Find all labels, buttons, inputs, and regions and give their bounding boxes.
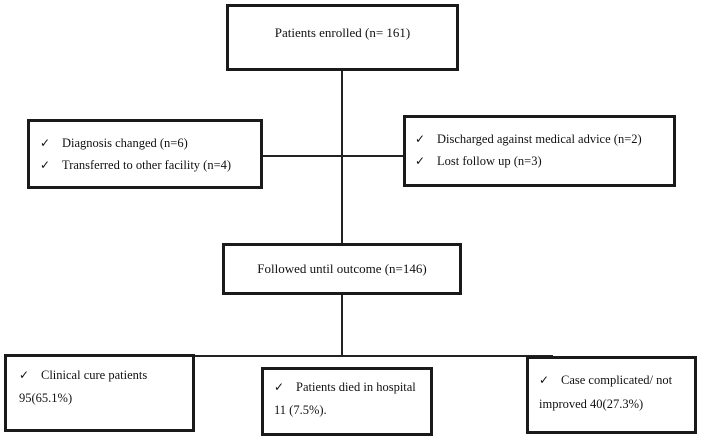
connector-outcome-horizontal	[148, 355, 553, 357]
outcome-cure-value: 95(65.1%)	[19, 391, 73, 405]
outcome-complicated-value: improved 40(27.3%)	[539, 397, 644, 411]
checkmark-icon: ✓	[415, 154, 426, 168]
enrolled-label: Patients enrolled (n= 161)	[274, 25, 411, 40]
checkmark-icon: ✓	[274, 380, 285, 394]
outcome-cure-line1: ✓ Clinical cure patients	[19, 367, 147, 383]
outcome-died-line1: ✓ Patients died in hospital	[274, 379, 416, 395]
checkmark-icon: ✓	[19, 368, 30, 382]
outcome-cure-label: Clinical cure patients	[41, 368, 148, 382]
checkmark-icon: ✓	[40, 158, 51, 172]
connector-enrolled-to-followed	[341, 70, 343, 244]
connector-left-exclusion	[262, 155, 342, 157]
exclusion-item-label: Lost follow up (n=3)	[437, 154, 542, 168]
connector-followed-to-outcomes	[341, 293, 343, 357]
outcome-died-label: Patients died in hospital	[296, 380, 416, 394]
exclusion-box-right: ✓ Discharged against medical advice (n=2)…	[403, 115, 676, 187]
exclusion-item-discharged-ama: ✓ Discharged against medical advice (n=2)	[415, 131, 642, 147]
connector-right-exclusion	[342, 155, 404, 157]
exclusion-item-lost-follow-up: ✓ Lost follow up (n=3)	[415, 153, 542, 169]
followed-box: Followed until outcome (n=146)	[222, 243, 462, 295]
outcome-box-died: ✓ Patients died in hospital 11 (7.5%).	[261, 367, 433, 436]
exclusion-item-label: Transferred to other facility (n=4)	[62, 158, 232, 172]
exclusion-item-transferred: ✓ Transferred to other facility (n=4)	[40, 157, 231, 173]
exclusion-box-left: ✓ Diagnosis changed (n=6) ✓ Transferred to…	[27, 119, 263, 189]
exclusion-item-label: Diagnosis changed (n=6)	[62, 136, 188, 150]
exclusion-item-label: Discharged against medical advice (n=2)	[437, 132, 642, 146]
followed-label: Followed until outcome (n=146)	[257, 261, 427, 276]
outcome-complicated-line1: ✓ Case complicated/ not	[539, 372, 672, 388]
outcome-died-value: 11 (7.5%).	[274, 403, 327, 417]
exclusion-item-diagnosis-changed: ✓ Diagnosis changed (n=6)	[40, 135, 188, 151]
enrolled-box: Patients enrolled (n= 161)	[226, 4, 459, 71]
outcome-box-cure: ✓ Clinical cure patients 95(65.1%)	[4, 354, 195, 432]
outcome-box-complicated: ✓ Case complicated/ not improved 40(27.3%…	[526, 356, 697, 434]
checkmark-icon: ✓	[40, 136, 51, 150]
checkmark-icon: ✓	[415, 132, 426, 146]
checkmark-icon: ✓	[539, 373, 550, 387]
outcome-complicated-label: Case complicated/ not	[561, 373, 673, 387]
